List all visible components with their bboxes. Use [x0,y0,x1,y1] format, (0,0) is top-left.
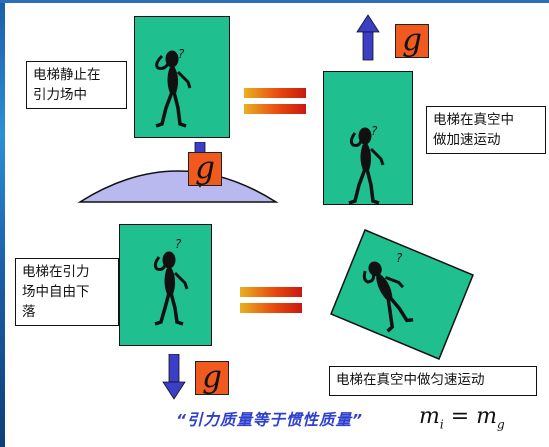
slide-top-border [0,0,549,3]
caption-mass-equivalence: “引力质量等于惯性质量” [176,411,363,429]
thinking-person-figure: ? [153,237,189,326]
elevator-uniform-motion [330,229,474,360]
planet-surface [77,170,279,203]
thinking-person-figure: ? [155,47,192,128]
label-free-fall: 电梯在引力 场中自由下 落 [15,258,119,326]
question-mark: ? [178,47,185,61]
slide-left-border [0,0,5,447]
label-static-field: 电梯静止在 引力场中 [26,61,127,109]
equivalence-sign-top [244,88,306,120]
question-mark: ? [396,251,403,265]
question-mark: ? [371,124,378,138]
question-mark: ? [175,237,182,251]
acceleration-arrow-up-icon [356,14,380,61]
thinking-person-figure: ? [348,124,385,205]
g-symbol-box: g [188,152,222,186]
mass-equivalence-formula: mi = mg [419,404,505,432]
gravity-arrow-down-icon [162,354,186,400]
label-accelerating-vacuum: 电梯在真空中 做加速运动 [426,106,546,154]
g-symbol-box: g [195,361,229,395]
g-symbol-box: g [395,24,429,58]
thinking-person-figure: ? [362,251,414,333]
equivalence-sign-bottom [240,287,302,319]
label-uniform-vacuum: 电梯在真空中做匀速运动 [329,366,537,396]
